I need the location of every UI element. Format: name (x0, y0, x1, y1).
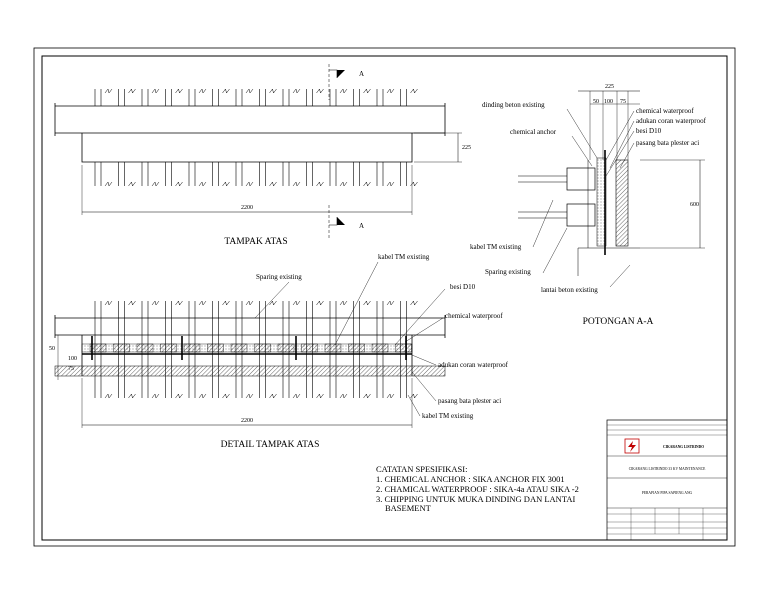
detail-cable-pair (183, 300, 207, 399)
brick-wall (615, 159, 629, 247)
label-kabel: kabel TM existing (470, 243, 522, 251)
top-cable-pair (165, 88, 183, 187)
inner-frame (41, 55, 728, 541)
top-cable-pair (282, 88, 301, 187)
label-dinding: dinding beton existing (482, 101, 545, 109)
detail-cable-pair (277, 300, 301, 399)
detail-dim-75: 75 (68, 366, 74, 372)
label-anchor: chemical anchor (510, 128, 557, 136)
section-dim-total: 225 (605, 84, 614, 90)
top-cable-pair (188, 88, 207, 187)
detail-label-adukan: adukan coran waterproof (438, 361, 509, 369)
detail-cable-pair (348, 300, 371, 399)
top-dim-height: 225 (462, 145, 471, 151)
detail-cable-pair (89, 300, 113, 399)
top-view-title: TAMPAK ATAS (224, 237, 287, 247)
detail-cable-pair (230, 300, 254, 399)
section-marker-bottom: A (359, 222, 364, 230)
notes-heading: CATATAN SPESIFIKASI: (376, 464, 467, 474)
section-dim-75: 75 (620, 99, 626, 105)
section-cable-upper (518, 167, 596, 191)
top-cable-pair (94, 88, 113, 187)
detail-cable-pair (136, 300, 160, 399)
detail-label-bata: pasang bata plester aci (438, 397, 501, 405)
detail-cable-pair (371, 300, 395, 399)
label-waterproof: chemical waterproof (636, 107, 694, 115)
note-1: 1. CHEMICAL ANCHOR : SIKA ANCHOR FIX 300… (376, 474, 565, 484)
top-cable-pair (235, 88, 254, 187)
section-view: 225 50 100 75 600 (470, 84, 707, 327)
note-3-cont: BASEMENT (385, 503, 432, 513)
section-view-title: POTONGAN A-A (583, 317, 654, 327)
detail-dim-50: 50 (49, 346, 55, 352)
detail-label-besi: besi D10 (450, 283, 476, 291)
label-sparing: Sparing existing (485, 268, 531, 276)
detail-label-kabel-top: kabel TM existing (378, 253, 430, 261)
detail-label-sparing: Sparing existing (256, 273, 302, 281)
detail-cable-pair (301, 300, 324, 399)
section-marker-top: A (359, 70, 364, 78)
label-besi: besi D10 (636, 127, 662, 135)
detail-dim-100: 100 (68, 356, 77, 362)
detail-dim-width: 2200 (241, 418, 253, 424)
label-bata: pasang bata plester aci (636, 139, 699, 147)
enclosure-outline (81, 133, 413, 163)
detail-cable-pair (395, 300, 418, 399)
note-3: 3. CHIPPING UNTUK MUKA DINDING DAN LANTA… (376, 494, 575, 504)
top-cable-pair (353, 88, 371, 187)
detail-cable-pair (254, 300, 277, 399)
section-dim-height: 600 (690, 202, 699, 208)
detail-cable-pair (324, 300, 348, 399)
top-cable-pair (306, 88, 324, 187)
label-lantai: lantai beton existing (541, 286, 598, 294)
section-dim-100: 100 (604, 99, 613, 105)
outer-frame (33, 47, 736, 547)
wall-plaster (596, 157, 607, 247)
top-cable-pair (329, 88, 348, 187)
spec-notes: CATATAN SPESIFIKASI: 1. CHEMICAL ANCHOR … (376, 464, 579, 513)
note-2: 2. CHAMICAL WATERPROOF : SIKA-4a ATAU SI… (376, 484, 579, 494)
tb-drawing: PERAPIAN PIPA SAPIENG ANG (642, 491, 693, 495)
top-cable-pair (376, 88, 395, 187)
detail-cable-pair (113, 300, 136, 399)
detail-label-waterproof: chemical waterproof (445, 312, 503, 320)
tb-company: CIKARANG LISTRINDO (663, 445, 704, 449)
top-cable-pair (400, 88, 418, 187)
top-view: 2200 225 A A TAMPAK ATAS (54, 64, 471, 247)
detail-cable-pair (160, 300, 183, 399)
top-cable-pair (118, 88, 136, 187)
detail-view-title: DETAIL TAMPAK ATAS (221, 440, 320, 450)
detail-brick-band (54, 365, 446, 377)
top-dim-width: 2200 (241, 205, 253, 211)
title-block: CIKARANG LISTRINDO CIKARANG LISTRINDO 33… (606, 419, 728, 541)
top-cable-pair (212, 88, 230, 187)
top-cable-pair (259, 88, 277, 187)
section-dim-50: 50 (593, 99, 599, 105)
detail-label-kabel-bottom: kabel TM existing (422, 412, 474, 420)
section-cable-lower (518, 203, 596, 227)
detail-view: 2200 50 100 75 Sparing existing kabel TM… (49, 253, 509, 450)
tb-project: CIKARANG LISTRINDO 33 KV MAINTENANCE (629, 467, 706, 471)
detail-cable-pair (207, 300, 230, 399)
top-cable-pair (141, 88, 160, 187)
label-adukan: adukan coran waterproof (636, 117, 707, 125)
